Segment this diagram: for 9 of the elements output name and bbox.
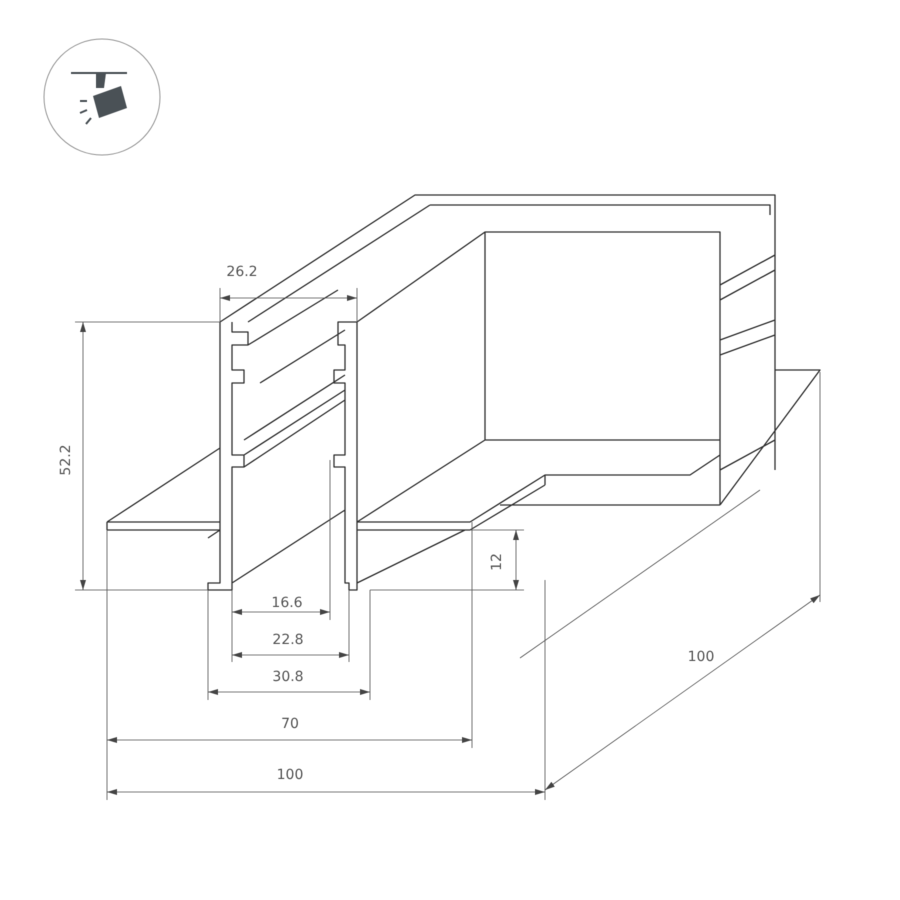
dimension-label: 26.2 (226, 265, 258, 279)
dimension-label: 22.8 (272, 633, 304, 647)
dimension-label: 70 (281, 717, 299, 731)
dimension-label: 12 (490, 553, 504, 571)
dimension-label: 100 (688, 650, 714, 664)
dimension-label: 52.2 (59, 444, 73, 476)
dimension-label: 100 (276, 768, 304, 782)
dimension-label: 16.6 (271, 596, 303, 610)
dimension-label: 30.8 (272, 670, 304, 684)
